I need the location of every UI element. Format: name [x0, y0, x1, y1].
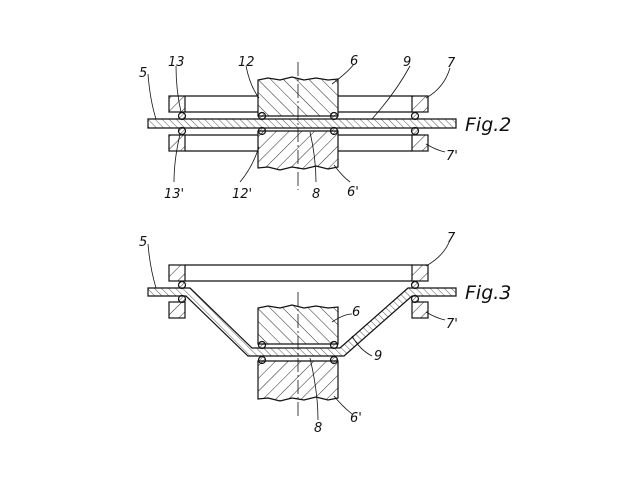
- label-6: 6: [350, 54, 358, 69]
- deformed-sheet: [147, 287, 457, 357]
- label-5-fig3: 5: [139, 235, 147, 250]
- seal-rings-3: [177, 280, 420, 365]
- figure-3: 5 7 Fig.3 6 9 7' 8 6': [139, 231, 511, 436]
- label-8-fig3: 8: [314, 421, 322, 436]
- lower-frame: [168, 134, 429, 152]
- label-13-prime: 13': [164, 187, 184, 202]
- upper-frame-3: [168, 264, 429, 282]
- label-13: 13: [168, 55, 185, 70]
- label-12: 12: [238, 55, 255, 70]
- upper-frame: [168, 95, 429, 113]
- label-12-prime: 12': [232, 187, 252, 202]
- seal-rings: [177, 111, 420, 136]
- label-7: 7: [447, 56, 456, 71]
- label-6-fig3: 6: [352, 305, 360, 320]
- leader-lines-3: [147, 239, 451, 421]
- label-6-prime: 6': [347, 185, 359, 200]
- lower-frame-3: [168, 301, 429, 319]
- label-5: 5: [139, 66, 147, 81]
- sheet: [147, 118, 457, 129]
- fig2-caption: Fig.2: [465, 114, 511, 136]
- label-9-fig3: 9: [374, 349, 382, 364]
- fig3-caption: Fig.3: [465, 282, 511, 304]
- label-7-prime-fig3: 7': [446, 317, 458, 332]
- label-7-prime: 7': [446, 149, 458, 164]
- leader-lines: [147, 63, 451, 183]
- figure-2: 5 13 12 6 9 7 Fig.2 7' 13' 12' 8 6': [139, 54, 511, 202]
- label-6-prime-fig3: 6': [350, 411, 362, 426]
- label-9: 9: [403, 55, 411, 70]
- label-8: 8: [312, 187, 320, 202]
- label-7-fig3: 7: [447, 231, 456, 246]
